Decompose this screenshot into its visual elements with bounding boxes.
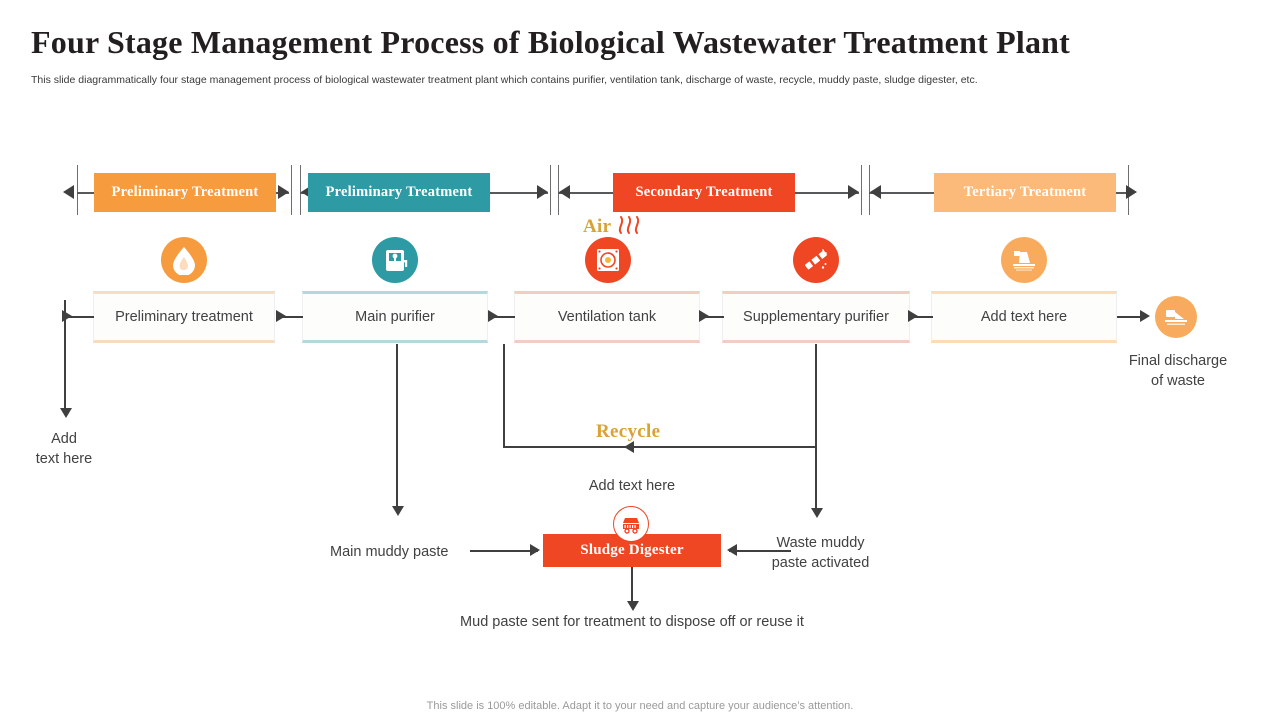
connector-line xyxy=(700,316,724,318)
connector-arrow xyxy=(699,310,709,322)
connector-arrow xyxy=(276,310,286,322)
process-box-ventilation-tank[interactable]: Ventilation tank xyxy=(514,291,700,343)
inlet-line xyxy=(64,316,94,318)
main-muddy-paste-label: Main muddy paste xyxy=(330,544,449,560)
final-discharge-arrow xyxy=(1140,310,1150,322)
stage-box-label: Secondary Treatment xyxy=(635,184,773,200)
connector-line xyxy=(489,316,515,318)
stage-arrow-left xyxy=(63,185,74,199)
process-box-add-text-here[interactable]: Add text here xyxy=(931,291,1117,343)
stage-box-tertiary[interactable]: Tertiary Treatment xyxy=(934,173,1116,212)
water-drop-icon xyxy=(161,237,207,283)
stage-arrow-left xyxy=(870,185,881,199)
stage-arrow-right xyxy=(1126,185,1137,199)
purifier-tank-icon xyxy=(372,237,418,283)
final-discharge-line2: of waste xyxy=(1151,372,1205,389)
add-text-left-line1: Add xyxy=(51,431,77,447)
left-branch-arrow xyxy=(60,408,72,418)
waste-muddy-paste-arrow xyxy=(727,544,737,556)
main-muddy-paste-line xyxy=(470,550,538,552)
stage-divider-tick xyxy=(291,165,292,215)
recycle-arrow xyxy=(624,441,634,453)
stage-box-preliminary-1[interactable]: Preliminary Treatment xyxy=(94,173,276,212)
final-discharge-line xyxy=(1117,316,1147,318)
stage-arrow-right xyxy=(278,185,289,199)
waste-muddy-line1: Waste muddy xyxy=(776,535,865,551)
process-box-label: Preliminary treatment xyxy=(115,309,253,325)
stage-divider-tick xyxy=(300,165,301,215)
air-waves-icon xyxy=(618,216,640,234)
final-discharge-line1: Final discharge xyxy=(1128,353,1228,369)
waste-muddy-paste-line xyxy=(729,550,791,552)
supplementary-down-line xyxy=(815,344,817,510)
connector-arrow xyxy=(488,310,498,322)
sludge-cart-icon xyxy=(613,506,649,542)
connector-arrow xyxy=(908,310,918,322)
add-text-left-line2: text here xyxy=(35,450,93,467)
stage-arrow-left xyxy=(301,185,312,199)
recycle-vertical-line xyxy=(503,344,505,448)
stage-box-secondary[interactable]: Secondary Treatment xyxy=(613,173,795,212)
process-box-supplementary-purifier[interactable]: Supplementary purifier xyxy=(722,291,910,343)
waste-discharge-icon xyxy=(1155,296,1197,338)
sludge-digester-label: Sludge Digester xyxy=(580,542,684,558)
slide-footer-note: This slide is 100% editable. Adapt it to… xyxy=(426,700,854,712)
main-purifier-down-arrow xyxy=(392,506,404,516)
add-text-left-label: Add text here xyxy=(14,430,114,469)
inlet-arrow xyxy=(62,310,72,322)
process-box-main-purifier[interactable]: Main purifier xyxy=(302,291,488,343)
stage-arrow-right xyxy=(537,185,548,199)
stage-divider-tick xyxy=(558,165,559,215)
add-text-center-label: Add text here xyxy=(588,478,676,494)
process-box-label: Main purifier xyxy=(355,309,435,325)
air-label: Air xyxy=(583,216,612,237)
recycle-horizontal-line xyxy=(503,446,817,448)
pipe-valve-icon xyxy=(793,237,839,283)
stage-divider-tick xyxy=(550,165,551,215)
process-box-preliminary-treatment[interactable]: Preliminary treatment xyxy=(93,291,275,343)
final-discharge-label: Final discharge of waste xyxy=(1113,352,1243,391)
stage-box-preliminary-2[interactable]: Preliminary Treatment xyxy=(308,173,490,212)
stage-arrow-right xyxy=(848,185,859,199)
stage-box-label: Preliminary Treatment xyxy=(111,184,259,200)
stage-box-label: Preliminary Treatment xyxy=(325,184,473,200)
sludge-output-line xyxy=(631,567,633,605)
sludge-output-arrow xyxy=(627,601,639,611)
stage-divider-tick xyxy=(869,165,870,215)
water-outlet-icon xyxy=(1001,237,1047,283)
stage-arrow-left xyxy=(559,185,570,199)
left-branch-line xyxy=(64,300,66,410)
mud-paste-bottom-label: Mud paste sent for treatment to dispose … xyxy=(460,614,804,630)
main-purifier-down-line xyxy=(396,344,398,508)
page-subtitle: This slide diagrammatically four stage m… xyxy=(31,74,978,86)
recycle-label: Recycle xyxy=(596,421,661,442)
connector-line xyxy=(276,316,303,318)
waste-muddy-paste-label: Waste muddy paste activated xyxy=(758,534,883,573)
stage-divider-tick xyxy=(77,165,78,215)
stage-divider-tick xyxy=(861,165,862,215)
connector-line xyxy=(909,316,933,318)
stage-box-label: Tertiary Treatment xyxy=(963,184,1087,200)
waste-muddy-line2: paste activated xyxy=(771,554,870,571)
sludge-digester-box[interactable]: Sludge Digester xyxy=(543,534,721,567)
process-box-label: Supplementary purifier xyxy=(743,309,889,325)
supplementary-down-arrow xyxy=(811,508,823,518)
process-box-label: Ventilation tank xyxy=(557,309,657,325)
ventilation-fan-icon xyxy=(585,237,631,283)
process-box-label: Add text here xyxy=(980,309,1068,325)
main-muddy-paste-arrow xyxy=(530,544,540,556)
page-title: Four Stage Management Process of Biologi… xyxy=(31,24,1071,60)
